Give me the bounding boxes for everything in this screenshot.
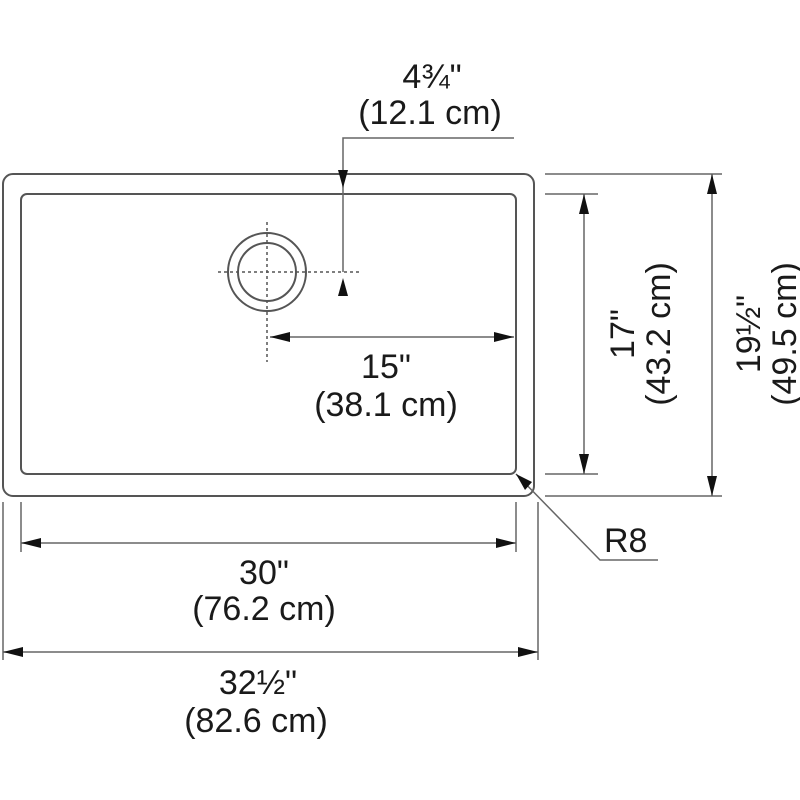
label-drain-offset-right-imperial: 15": [361, 348, 411, 386]
outer-sink-outline: [2, 173, 535, 497]
label-inner-depth-imperial: 17": [604, 309, 642, 359]
dimension-inner-width: [20, 502, 517, 552]
label-drain-offset-top-metric: (12.1 cm): [358, 94, 502, 132]
label-drain-offset-top-imperial: 4¾": [402, 58, 461, 96]
corner-radius-leader: [515, 473, 658, 561]
label-outer-depth-metric: (49.5 cm): [766, 262, 800, 406]
dimension-outer-width: [2, 502, 539, 660]
inner-bowl-outline: [20, 193, 517, 475]
drain-icon: [218, 222, 362, 362]
label-drain-offset-right-metric: (38.1 cm): [314, 386, 458, 424]
dimension-outer-depth: [545, 173, 722, 497]
label-inner-width-imperial: 30": [239, 554, 289, 592]
label-inner-width-metric: (76.2 cm): [192, 590, 336, 628]
label-outer-width-imperial: 32½": [219, 664, 297, 702]
label-outer-depth-imperial: 19½": [730, 295, 768, 373]
dimension-drain-offset-top: [338, 137, 514, 296]
label-corner-radius: R8: [604, 522, 647, 560]
label-outer-width-metric: (82.6 cm): [184, 702, 328, 740]
dimension-inner-depth: [545, 193, 598, 475]
dimension-drain-offset-right: [270, 332, 514, 342]
label-inner-depth-metric: (43.2 cm): [640, 262, 678, 406]
